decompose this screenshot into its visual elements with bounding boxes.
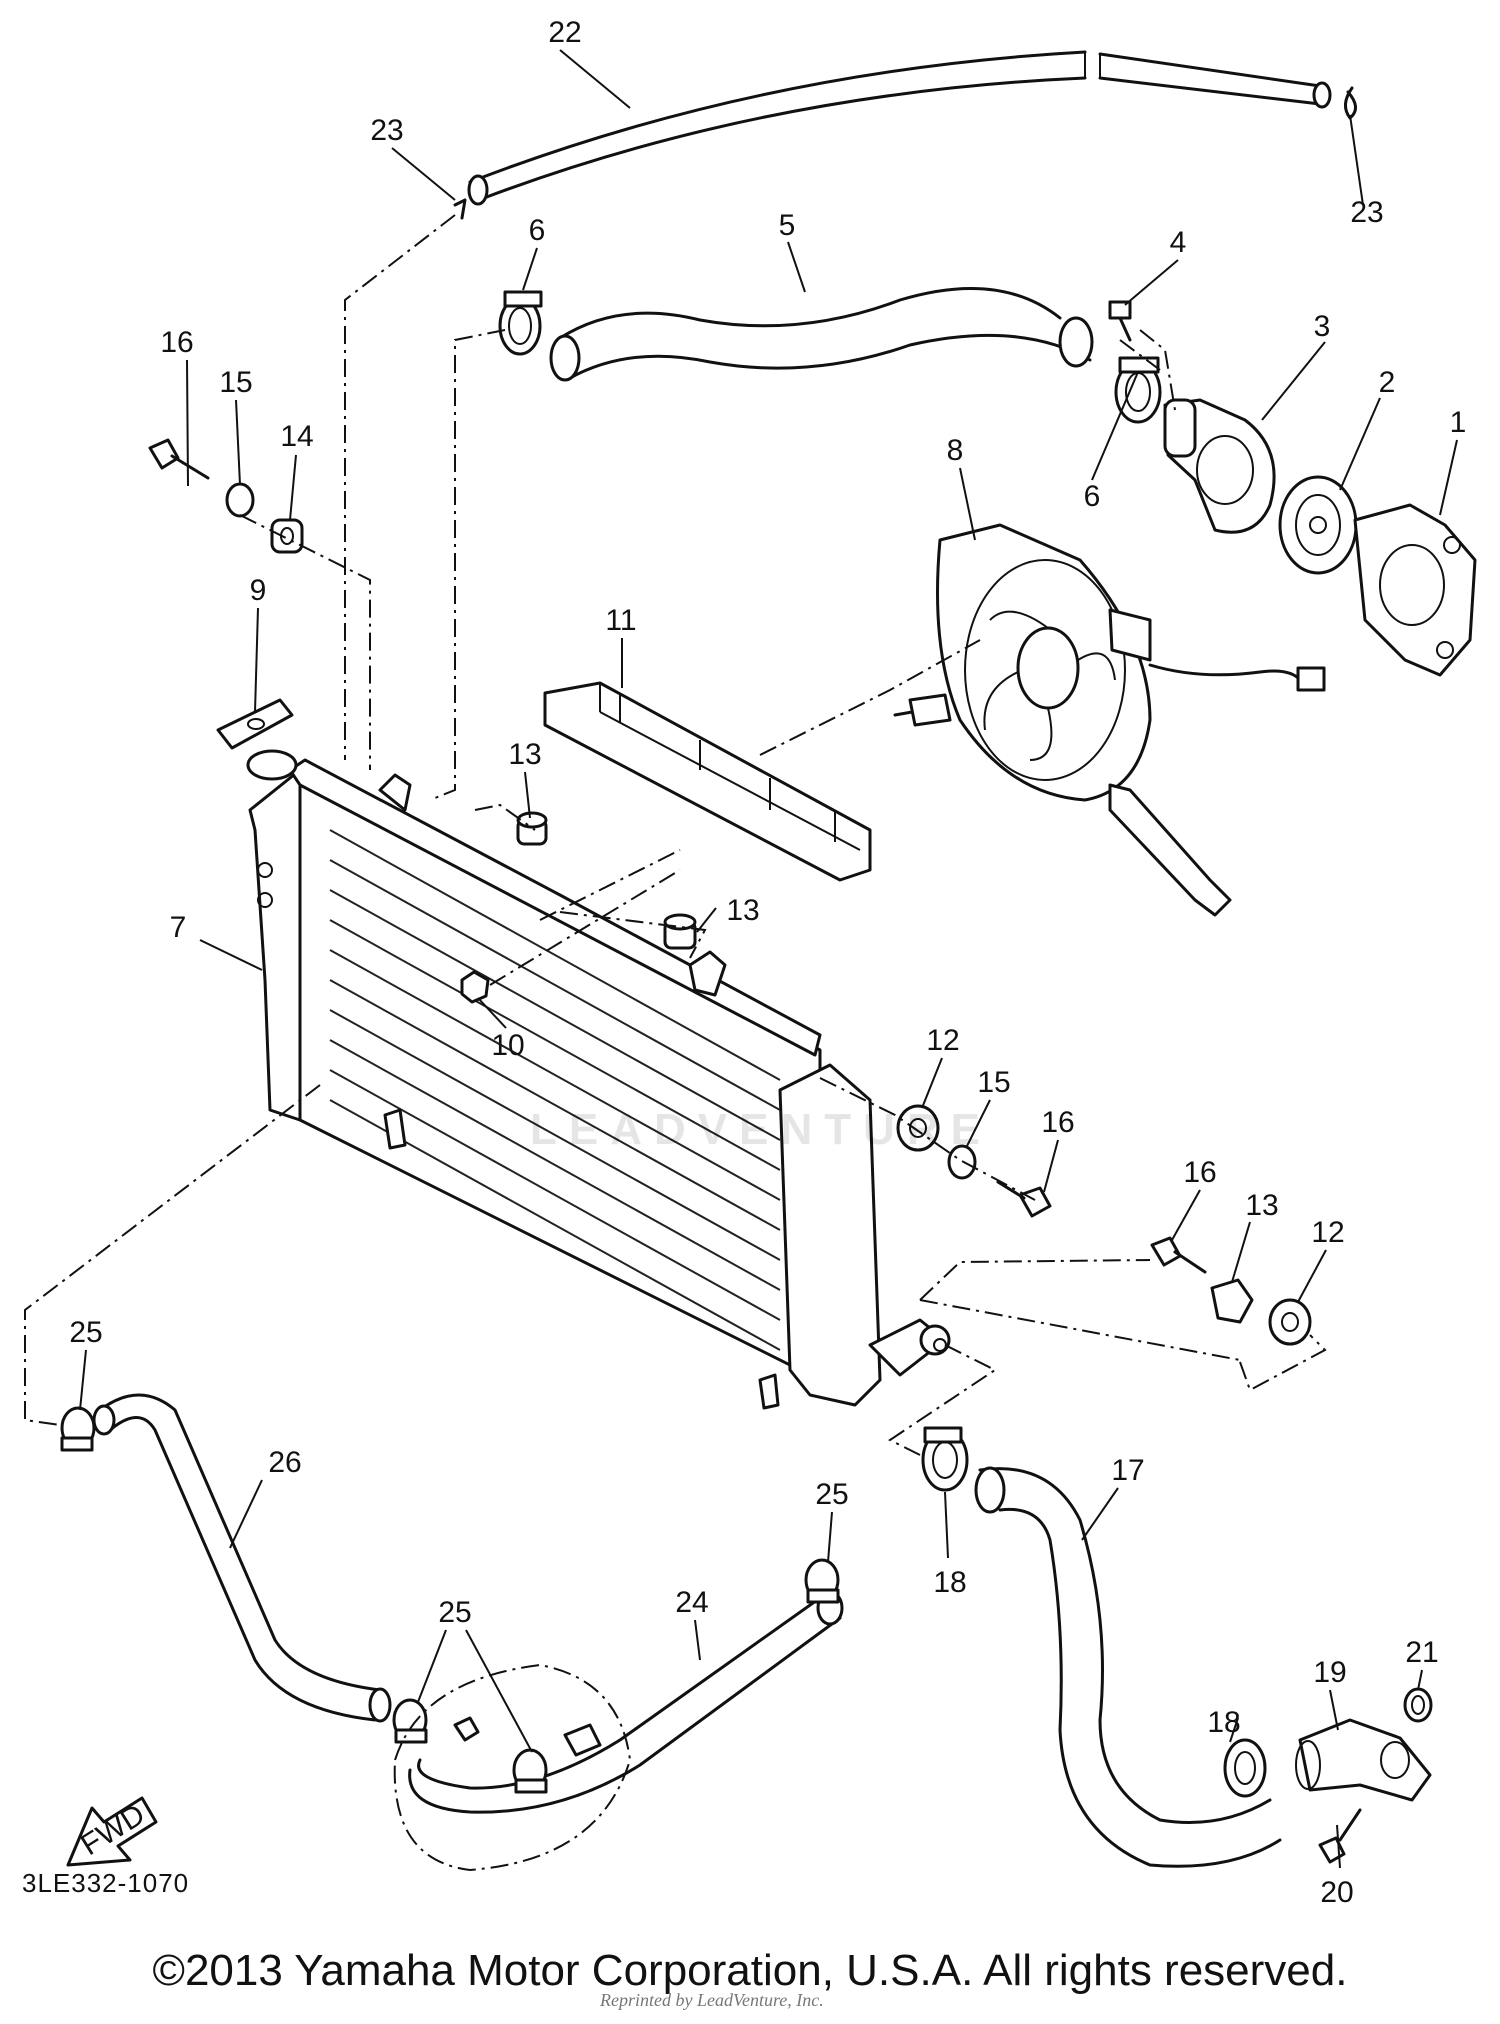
- bolt-16-b: [996, 1180, 1052, 1218]
- collar-13-c: [1210, 1278, 1254, 1324]
- callout-1: 1: [1450, 406, 1467, 439]
- callout-23b: 23: [1350, 196, 1383, 229]
- callout-2: 2: [1379, 366, 1396, 399]
- callout-16c: 16: [1183, 1156, 1216, 1189]
- callout-15a: 15: [219, 366, 252, 399]
- collar-13-a: [516, 811, 548, 846]
- engine-outline: [393, 1663, 632, 1872]
- water-pipe-19: [1295, 1718, 1432, 1802]
- callout-21: 21: [1405, 1636, 1438, 1669]
- callout-24: 24: [675, 1586, 708, 1619]
- reprint-watermark: Reprinted by LeadVenture, Inc.: [600, 1990, 824, 2010]
- bolt-16-a: [148, 438, 210, 480]
- callout-16b: 16: [1041, 1106, 1074, 1139]
- thermostat-housing-1: [1353, 503, 1477, 677]
- callout-20: 20: [1320, 1876, 1353, 1909]
- fwd-arrow: FWD: [66, 1796, 158, 1867]
- hose-17: [974, 1466, 1282, 1868]
- copyright-notice: ©2013 Yamaha Motor Corporation, U.S.A. A…: [152, 1946, 1348, 1995]
- callout-11: 11: [605, 604, 636, 637]
- nut-10: [460, 970, 490, 1004]
- callout-23a: 23: [370, 114, 403, 147]
- o-ring-21: [1403, 1687, 1433, 1723]
- hose-clamp-25-d: [512, 1748, 548, 1794]
- hose-clamp-6-left: [498, 290, 543, 356]
- callout-9: 9: [250, 574, 267, 607]
- hose-clamp-18-a: [921, 1426, 969, 1492]
- hose-clamp-6-right: [1114, 356, 1162, 424]
- assembly-guide-lines: [24, 214, 1327, 1456]
- callout-16a: 16: [160, 326, 193, 359]
- callout-25c: 25: [438, 1596, 471, 1629]
- clip-23-left: [453, 198, 467, 220]
- callout-13b: 13: [726, 894, 759, 927]
- washer-15-a: [225, 482, 255, 518]
- hose-clamp-25-c: [392, 1698, 428, 1744]
- callout-25b: 25: [815, 1478, 848, 1511]
- bolt-4: [1108, 300, 1132, 342]
- thermostat-2: [1278, 475, 1358, 575]
- hose-24: [408, 1590, 844, 1814]
- callout-22: 22: [548, 16, 581, 49]
- callout-6b: 6: [1084, 480, 1101, 513]
- bolt-16-c: [1150, 1236, 1207, 1274]
- hose-clamp-25-a: [60, 1406, 96, 1452]
- fan-motor-8: [893, 523, 1326, 917]
- callout-8: 8: [947, 434, 964, 467]
- clip-23-right: [1344, 86, 1357, 120]
- callout-19: 19: [1313, 1656, 1346, 1689]
- leader-lines: [79, 49, 1458, 1869]
- callout-26: 26: [268, 1446, 301, 1479]
- callout-labels: 1 2 3 4 5 6 6 7 8 9 10 11 12 12 13 13 13…: [69, 16, 1466, 1909]
- grommet-12-b: [1268, 1298, 1312, 1346]
- hose-26: [92, 1393, 392, 1723]
- callout-17: 17: [1111, 1454, 1144, 1487]
- callout-5: 5: [779, 209, 796, 242]
- watermark-logo-text: LEADVENTURE: [530, 1105, 993, 1154]
- callout-3: 3: [1314, 310, 1331, 343]
- hose-22: [467, 50, 1332, 206]
- collar-14: [270, 518, 304, 554]
- grommet-9: [216, 698, 294, 750]
- callout-7: 7: [170, 911, 187, 944]
- callout-10: 10: [491, 1029, 524, 1062]
- hose-clamp-25-b: [804, 1558, 840, 1604]
- fitting-small: [453, 1716, 602, 1757]
- callout-25a: 25: [69, 1316, 102, 1349]
- callout-13c: 13: [1245, 1189, 1278, 1222]
- thermostat-cover-3: [1163, 398, 1276, 534]
- callout-12a: 12: [926, 1024, 959, 1057]
- callout-14: 14: [280, 420, 313, 453]
- callout-13a: 13: [508, 738, 541, 771]
- callout-15b: 15: [977, 1066, 1010, 1099]
- hose-5: [549, 287, 1094, 382]
- cover-11: [543, 681, 872, 882]
- callout-4: 4: [1170, 226, 1187, 259]
- collar-13-b: [663, 913, 697, 950]
- callout-6a: 6: [529, 214, 546, 247]
- diagram-code: 3LE332-1070: [22, 1868, 190, 1898]
- callout-18b: 18: [1207, 1706, 1240, 1739]
- hose-clamp-18-b: [1223, 1738, 1267, 1798]
- callout-18a: 18: [933, 1566, 966, 1599]
- callout-12b: 12: [1311, 1216, 1344, 1249]
- radiator-7: [246, 749, 951, 1410]
